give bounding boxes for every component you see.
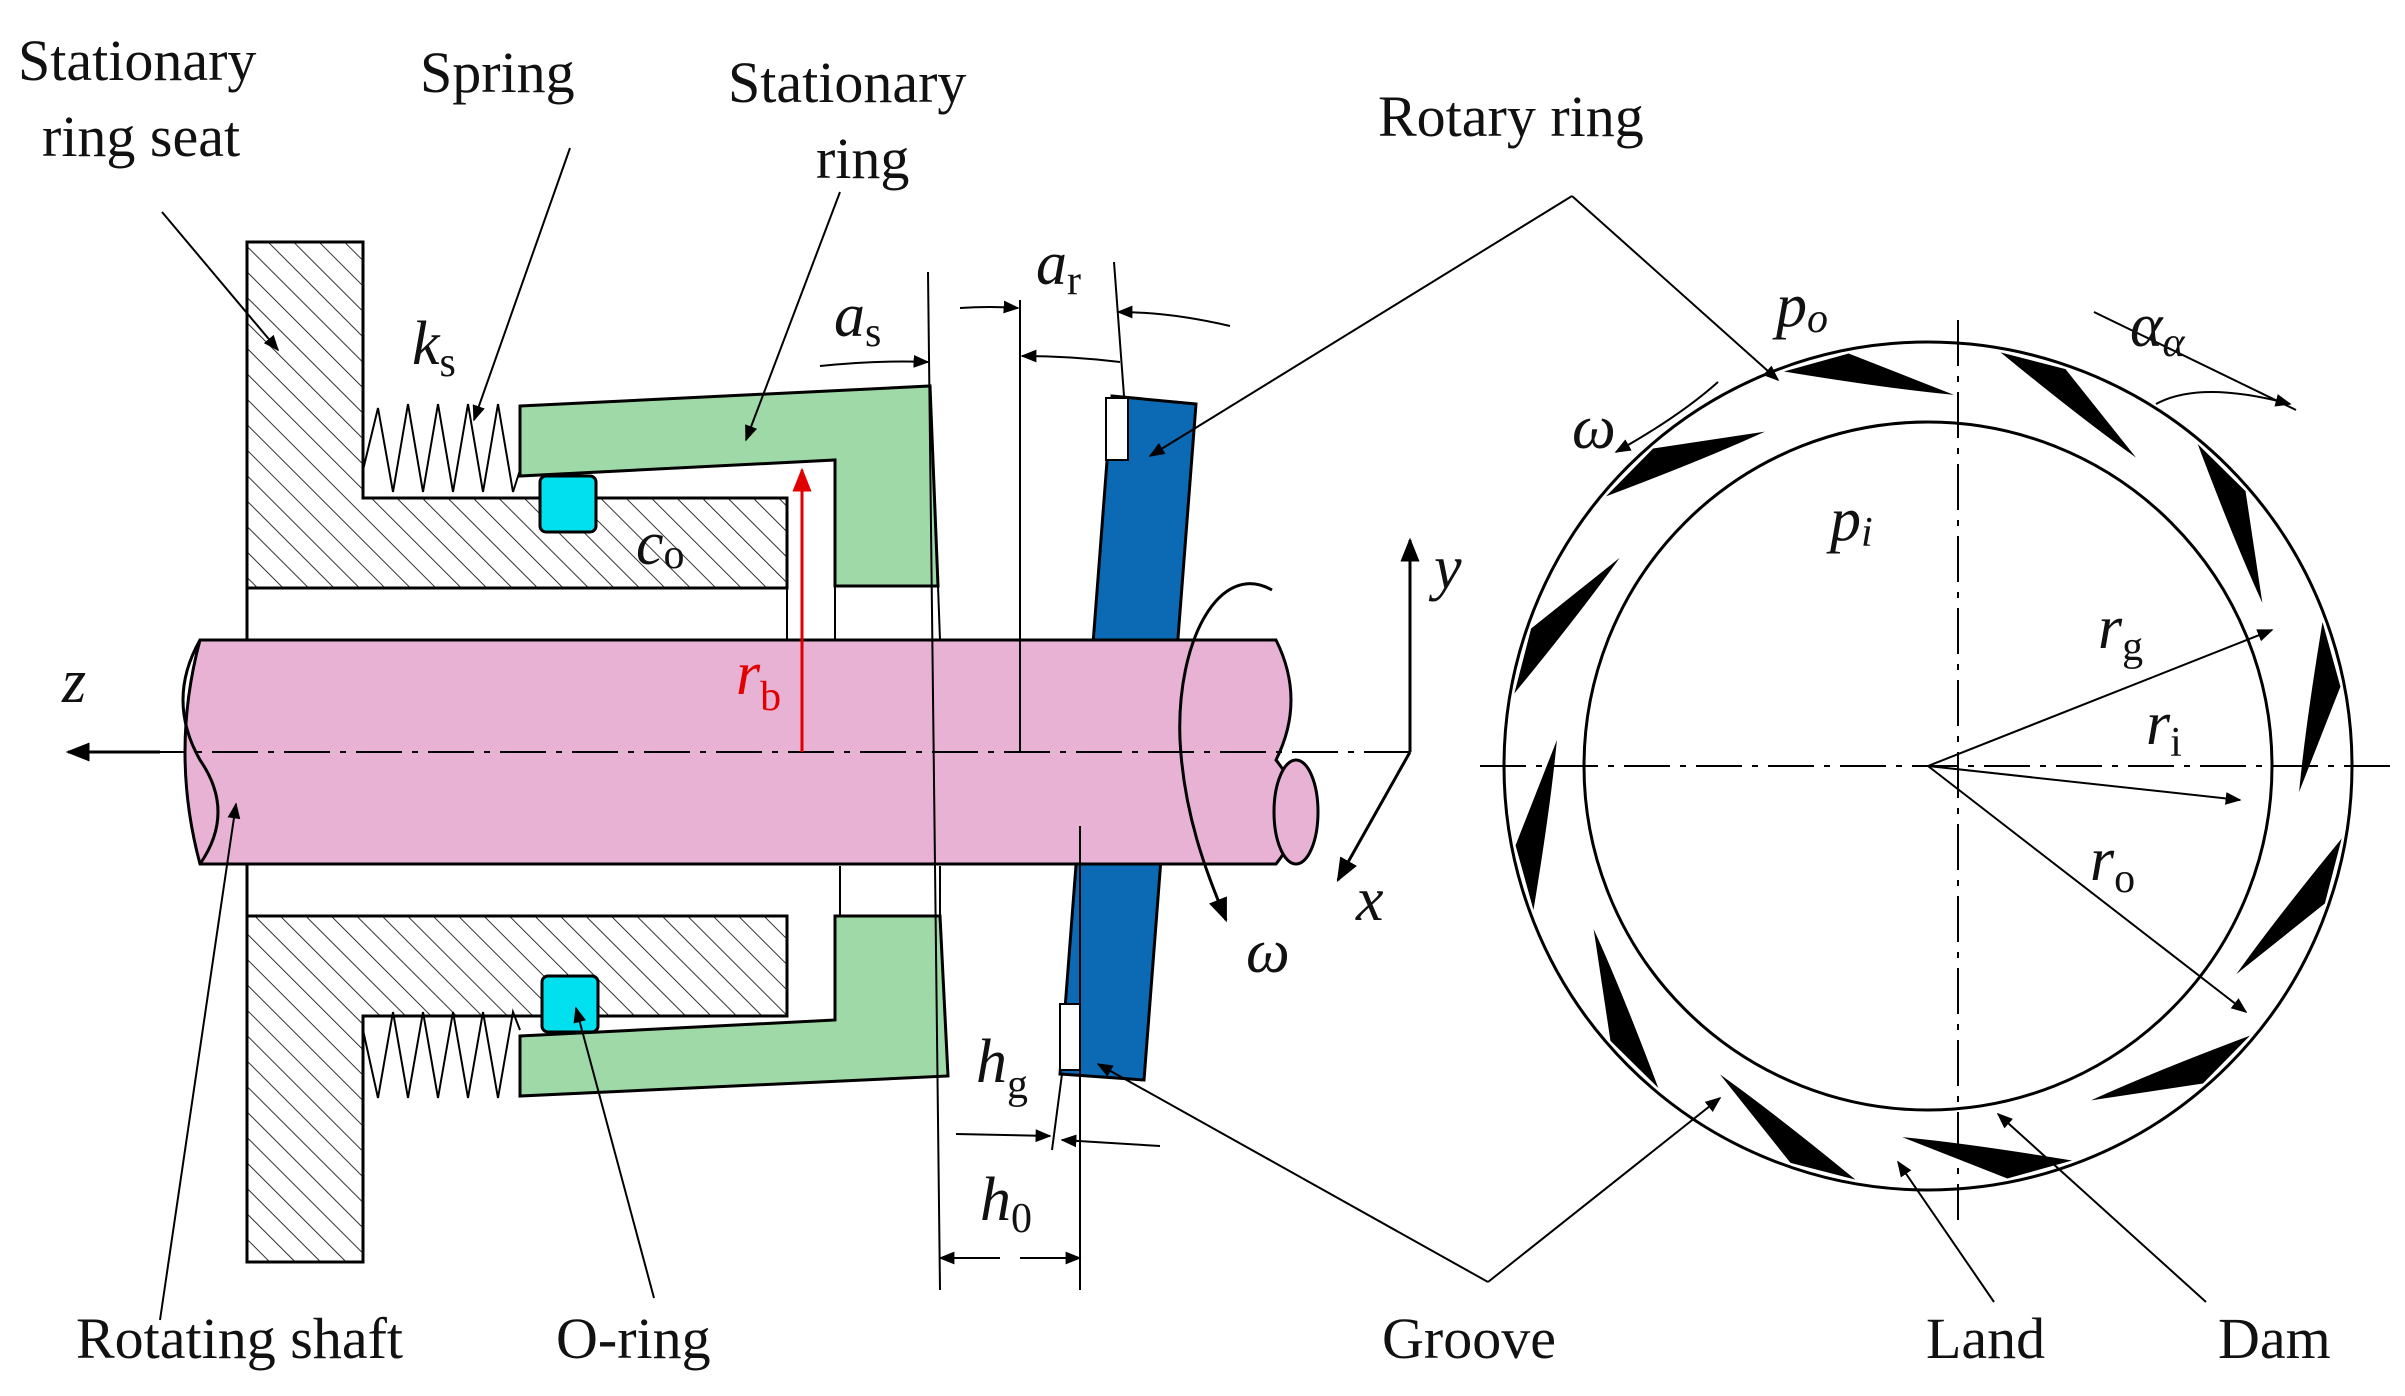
spiral-groove [1783, 353, 1955, 395]
shaft-omega-label: ω [1246, 918, 1290, 986]
hg-dimension-arrow [955, 1129, 1052, 1143]
label-o-ring: O-ring [556, 1306, 711, 1371]
leader-seat [161, 211, 280, 352]
o-ring-lower [540, 974, 600, 1034]
face-rotation-arrow [1614, 381, 1719, 453]
label-stationary-ring-seat-1: Stationary [18, 28, 256, 93]
leader-dam [1996, 1112, 2207, 1303]
ar-dimension-arrow [959, 300, 1020, 314]
spiral-groove [1901, 1137, 2073, 1179]
leader-rotary-ring-left [1148, 195, 1573, 457]
label-rotating-shaft: Rotating shaft [76, 1306, 403, 1371]
label-land: Land [1926, 1306, 2045, 1371]
x-axis-label: x [1355, 866, 1384, 934]
rotary-groove-upper [1105, 397, 1129, 461]
leader-groove-right [1487, 1097, 1722, 1283]
spiral-groove [1606, 431, 1765, 497]
shaft-left-end [181, 639, 220, 865]
h0-label: h0 [980, 1166, 1032, 1242]
shaft-rotation-arrow [1178, 582, 1273, 923]
x-axis-arrow [1336, 751, 1412, 883]
alpha-arc-arrow [2155, 391, 2292, 407]
ri-label: ri [2146, 690, 2182, 766]
spiral-groove [1593, 929, 1659, 1088]
leader-o-ring [573, 1006, 655, 1299]
rg-radius [1927, 629, 2274, 767]
rotary-ring-face-view [1480, 311, 2390, 1220]
y-axis-label: y [1428, 534, 1462, 602]
spring-lower [362, 1008, 521, 1099]
label-dam: Dam [2218, 1306, 2331, 1371]
shaft-right-end [1272, 758, 1320, 866]
rb-label: rb [736, 640, 781, 720]
spiral-groove [2197, 444, 2263, 603]
leader-stationary-ring [745, 191, 841, 442]
hg-dimension-arrow-2 [1060, 1134, 1161, 1148]
as-label: as [834, 282, 881, 356]
z-axis-label: z [61, 648, 86, 716]
ks-label: ks [412, 310, 456, 386]
hg-label: hg [976, 1028, 1028, 1108]
leader-land [1897, 1160, 1995, 1303]
seat-lower-section [245, 914, 789, 1264]
label-stationary-ring-1: Stationary [728, 50, 966, 115]
ro-label: ro [2090, 826, 2135, 902]
o-ring-upper [538, 474, 598, 534]
rg-label: rg [2098, 594, 2143, 670]
spiral-groove [2091, 1035, 2250, 1101]
spiral-groove [2236, 838, 2342, 975]
ri-radius [1927, 765, 2242, 805]
ar-dimension-arrow-2 [1116, 305, 1231, 327]
spring-upper [362, 403, 521, 493]
label-rotary-ring: Rotary ring [1378, 84, 1644, 149]
stationary-face-line [937, 585, 941, 641]
as-dimension-arrow-2 [1020, 349, 1121, 363]
groove-depth-line [1051, 1073, 1063, 1151]
stationary-face-reference [927, 271, 941, 1291]
face-omega-label: ω [1572, 394, 1616, 462]
pi-label: pi [1826, 486, 1873, 556]
leader-rotating-shaft [159, 802, 241, 1321]
label-stationary-ring-2: ring [816, 126, 909, 191]
spiral-groove [2299, 621, 2341, 793]
ar-label: ar [1036, 230, 1081, 304]
label-stationary-ring-seat-2: ring seat [42, 104, 240, 169]
label-spring: Spring [420, 40, 575, 105]
rotary-groove-lower [1059, 1003, 1081, 1071]
label-groove: Groove [1382, 1306, 1556, 1371]
alpha-label: αα [2130, 292, 2186, 366]
rotary-face-reference [1113, 261, 1125, 397]
leader-rotary-ring-right [1571, 195, 1780, 382]
spiral-groove [1719, 1074, 1856, 1180]
ro-radius [1927, 765, 2248, 1013]
co-label: co [636, 510, 685, 578]
po-label: po [1772, 272, 1828, 342]
as-dimension-arrow [819, 355, 930, 368]
spiral-groove [1515, 739, 1557, 911]
leader-spring [472, 147, 571, 422]
spiral-grooves [1514, 352, 2342, 1180]
leader-groove-left [1096, 1063, 1489, 1283]
alpha-reference-line [2093, 311, 2297, 411]
spiral-groove [1514, 557, 1620, 694]
spiral-groove [2000, 352, 2137, 458]
